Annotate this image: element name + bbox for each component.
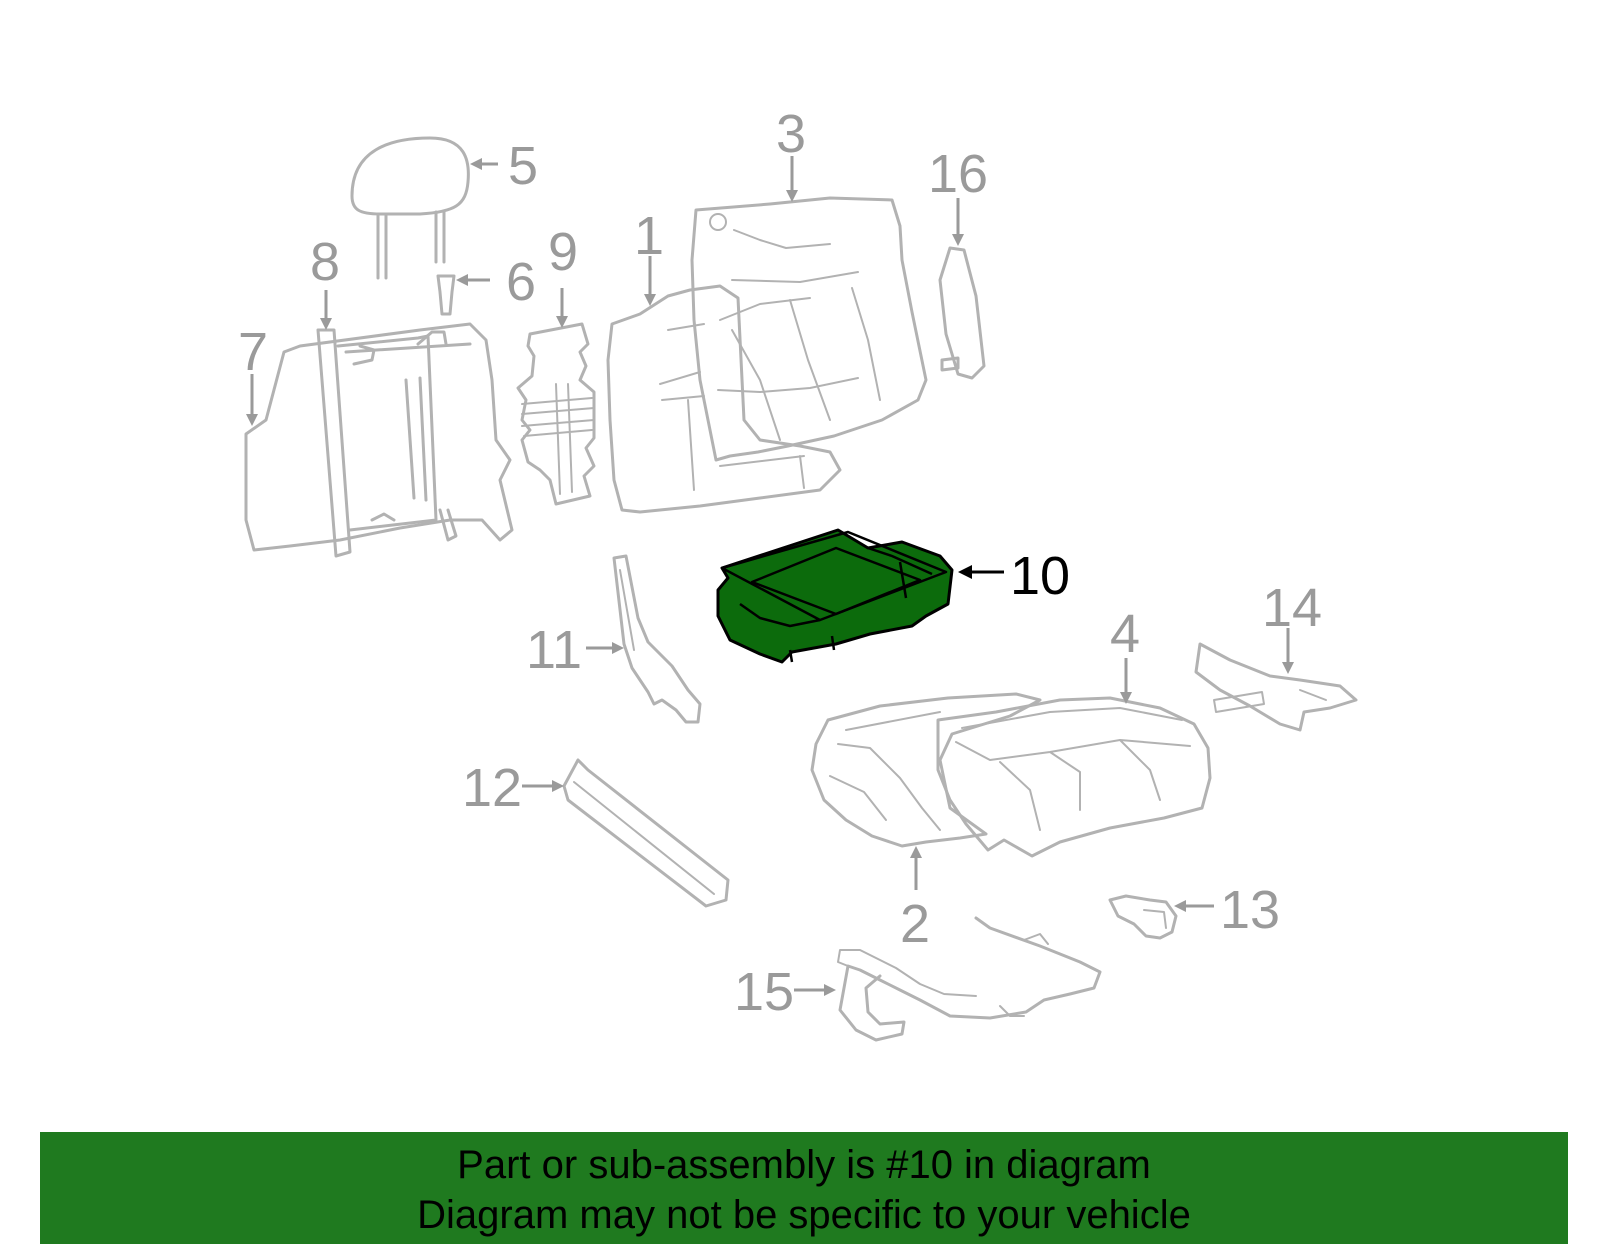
callout-5: 5	[508, 136, 538, 196]
callout-15: 15	[734, 962, 794, 1022]
callout-8: 8	[310, 232, 340, 292]
banner-line-2: Diagram may not be specific to your vehi…	[417, 1193, 1191, 1237]
callout-labels: 5 6 8 7 9 1 3 16 10 11 12 4 14 2 13 15	[238, 104, 1322, 1022]
callout-10: 10	[1010, 546, 1070, 606]
part-10-seat-cushion-pad[interactable]	[716, 528, 954, 664]
part-8-seatback-frame[interactable]	[316, 328, 472, 558]
callout-16: 16	[928, 144, 988, 204]
part-15-wire-harness[interactable]	[837, 916, 1102, 1042]
part-5-headrest[interactable]	[350, 136, 470, 280]
callout-12: 12	[462, 758, 522, 818]
part-3-seatback-cover[interactable]	[690, 196, 928, 462]
callout-14: 14	[1262, 578, 1322, 638]
callout-7: 7	[238, 322, 268, 382]
part-1-seatback-cushion[interactable]	[606, 284, 842, 514]
callout-3: 3	[776, 104, 806, 164]
info-banner: Part or sub-assembly is #10 in diagram D…	[40, 1132, 1568, 1244]
banner-line-1: Part or sub-assembly is #10 in diagram	[457, 1143, 1151, 1187]
parts-diagram: 5 6 8 7 9 1 3 16 10 11 12 4 14 2 13 15	[238, 104, 1358, 1042]
callout-4: 4	[1110, 604, 1140, 664]
part-14-hinge-bracket[interactable]	[1194, 642, 1358, 732]
part-13-clip[interactable]	[1108, 894, 1178, 940]
part-16-side-trim[interactable]	[938, 246, 986, 380]
callout-11: 11	[526, 620, 582, 680]
callout-9: 9	[548, 222, 578, 282]
part-7-back-panel[interactable]	[244, 322, 514, 552]
callout-arrows	[246, 156, 1294, 996]
part-12-trim-strip[interactable]	[562, 758, 730, 908]
part-6-headrest-guide[interactable]	[436, 274, 456, 316]
part-4-seat-cover[interactable]	[936, 696, 1212, 858]
part-9-lumbar-support[interactable]	[516, 322, 596, 506]
part-11-bracket[interactable]	[612, 554, 702, 724]
callout-6: 6	[506, 252, 536, 312]
part-2-seat-cushion[interactable]	[810, 692, 1042, 848]
callout-13: 13	[1220, 880, 1280, 940]
callout-2: 2	[900, 894, 930, 954]
callout-1: 1	[634, 206, 664, 266]
